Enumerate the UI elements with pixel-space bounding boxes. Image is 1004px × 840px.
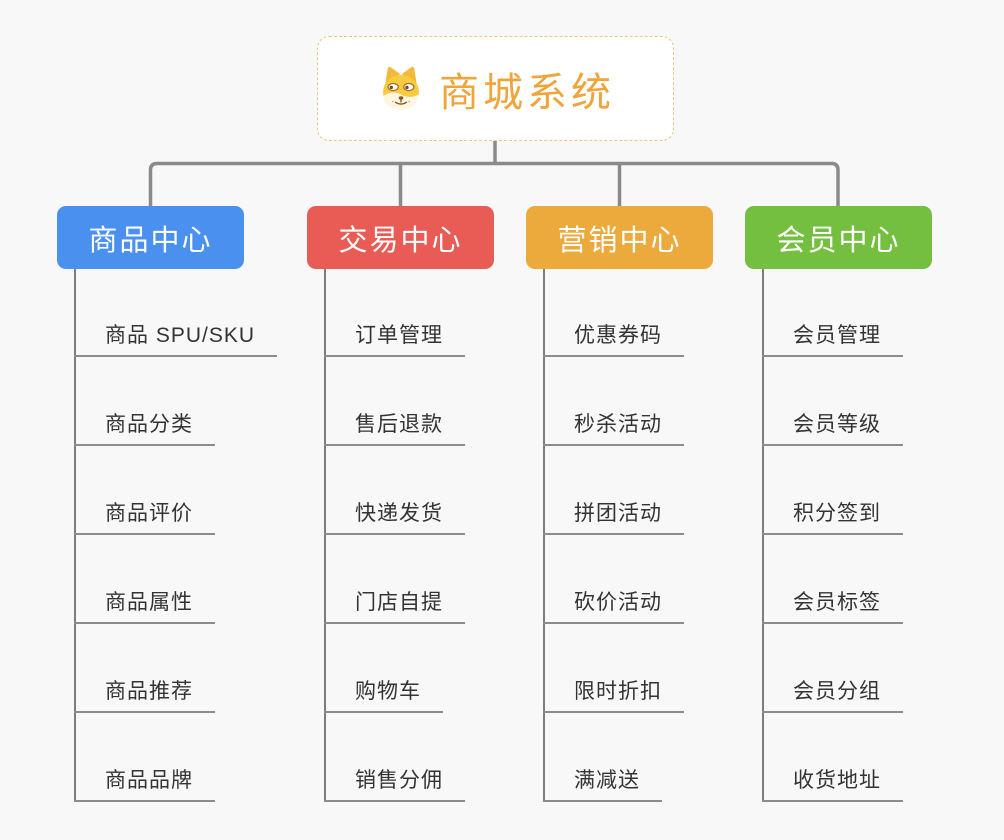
child-topic[interactable]: 商品分类 xyxy=(74,412,215,446)
branch-node-product-center[interactable]: 商品中心 xyxy=(57,206,244,269)
child-topic[interactable]: 商品评价 xyxy=(74,501,215,535)
child-topic[interactable]: 门店自提 xyxy=(324,590,465,624)
child-topic[interactable]: 秒杀活动 xyxy=(543,412,684,446)
child-topic[interactable]: 拼团活动 xyxy=(543,501,684,535)
child-topic[interactable]: 商品推荐 xyxy=(74,679,215,713)
root-node[interactable]: 商城系统 xyxy=(317,36,674,141)
child-topic[interactable]: 订单管理 xyxy=(324,323,465,357)
branch-node-trade-center[interactable]: 交易中心 xyxy=(307,206,494,269)
child-topic[interactable]: 商品 SPU/SKU xyxy=(74,323,278,357)
child-topic[interactable]: 商品品牌 xyxy=(74,768,215,802)
branch-label: 交易中心 xyxy=(338,224,463,257)
child-topic[interactable]: 售后退款 xyxy=(324,412,465,446)
child-topic[interactable]: 限时折扣 xyxy=(543,679,684,713)
child-topic[interactable]: 积分签到 xyxy=(762,501,903,535)
child-topic[interactable]: 砍价活动 xyxy=(543,590,684,624)
child-topic[interactable]: 会员分组 xyxy=(762,679,903,713)
child-topic[interactable]: 会员等级 xyxy=(762,412,903,446)
doge-icon xyxy=(376,63,426,115)
child-topic[interactable]: 会员标签 xyxy=(762,590,903,624)
child-topic[interactable]: 销售分佣 xyxy=(324,768,465,802)
child-topic[interactable]: 商品属性 xyxy=(74,590,215,624)
branch-label: 商品中心 xyxy=(88,224,213,257)
child-topic[interactable]: 收货地址 xyxy=(762,768,903,802)
branch-node-marketing-center[interactable]: 营销中心 xyxy=(526,206,713,269)
child-topic[interactable]: 满减送 xyxy=(543,768,662,802)
branch-child-line xyxy=(74,269,76,802)
root-title: 商城系统 xyxy=(439,70,615,115)
child-topic[interactable]: 优惠券码 xyxy=(543,323,684,357)
branch-child-line xyxy=(324,269,326,802)
branch-child-line xyxy=(762,269,764,802)
branch-node-member-center[interactable]: 会员中心 xyxy=(745,206,932,269)
branch-child-line xyxy=(543,269,545,802)
child-topic[interactable]: 快递发货 xyxy=(324,501,465,535)
branch-label: 营销中心 xyxy=(557,224,682,257)
child-topic[interactable]: 购物车 xyxy=(324,679,443,713)
branch-label: 会员中心 xyxy=(776,224,901,257)
child-topic[interactable]: 会员管理 xyxy=(762,323,903,357)
